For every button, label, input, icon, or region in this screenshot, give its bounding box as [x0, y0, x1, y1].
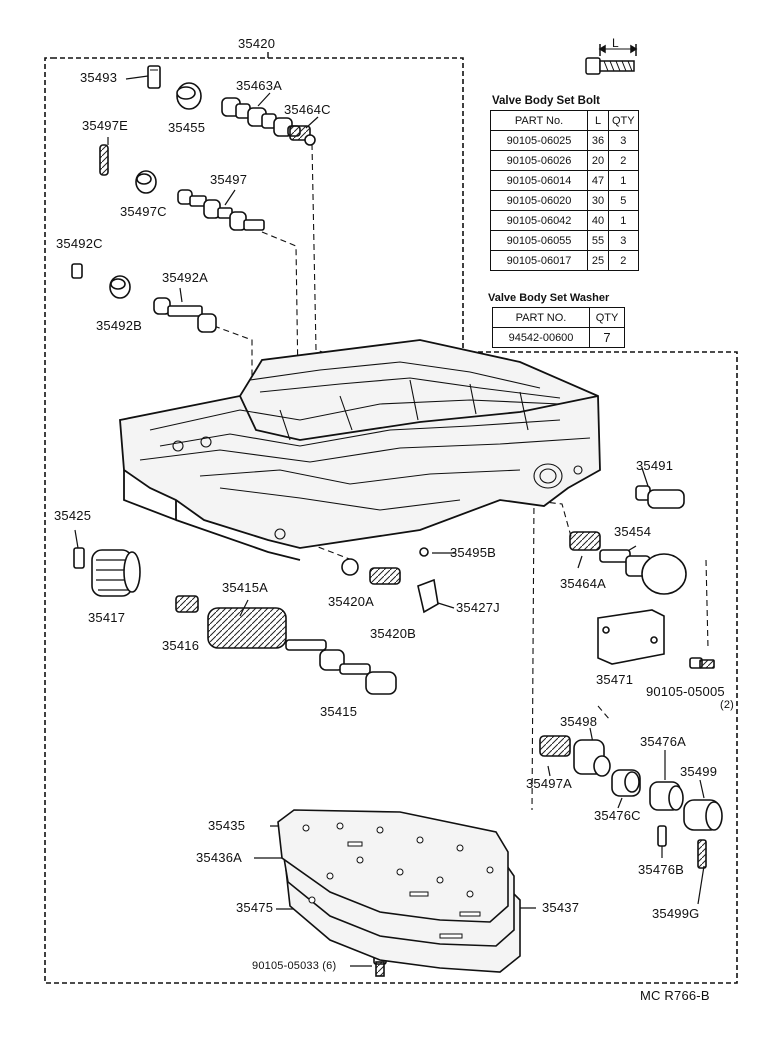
separator-plates: [277, 809, 521, 973]
table-row: 90105-06026 20 2: [490, 150, 639, 171]
part-label-35475: 35475: [236, 900, 274, 915]
cell-l: 47: [587, 170, 609, 191]
table-row: 90105-06055 55 3: [490, 230, 639, 251]
bolt-table: PART No. L QTY 90105-06025 36 3 90105-06…: [490, 110, 639, 271]
part-label-35492b: 35492B: [96, 318, 143, 333]
part-label-35435: 35435: [208, 818, 246, 833]
assembly-number-label: 35420: [238, 36, 276, 51]
cell-part-no: 90105-06017: [490, 250, 588, 271]
cell-qty: 1: [608, 210, 639, 231]
cell-part-no: 90105-06025: [490, 130, 588, 151]
part-label-35417: 35417: [88, 610, 126, 625]
part-label-35497: 35497: [210, 172, 248, 187]
part-label-35454: 35454: [614, 524, 652, 539]
header-part-no: PART NO.: [492, 307, 590, 328]
cell-part-no: 90105-06020: [490, 190, 588, 211]
table-row: 90105-06017 25 2: [490, 250, 639, 271]
part-label-35464a: 35464A: [560, 576, 607, 591]
cell-l: 36: [587, 130, 609, 151]
bolt-dimension-icon: [585, 44, 638, 75]
cell-l: 30: [587, 190, 609, 211]
part-label-35497a: 35497A: [526, 776, 573, 791]
cell-qty: 3: [608, 230, 639, 251]
part-label-35476a: 35476A: [640, 734, 687, 749]
part-shapes: [71, 65, 723, 977]
part-label-35499: 35499: [680, 764, 718, 779]
separator-plate-holes: [302, 822, 494, 939]
cell-l: 20: [587, 150, 609, 171]
part-label-35497e: 35497E: [82, 118, 129, 133]
part-label-35420a: 35420A: [328, 594, 375, 609]
part-label-35464c: 35464C: [284, 102, 331, 117]
part-label-35495b: 35495B: [450, 545, 497, 560]
part-label-90105-05033: 90105-05033 (6): [252, 960, 337, 972]
header-qty: QTY: [608, 110, 639, 131]
part-label-35455: 35455: [168, 120, 206, 135]
part-label-35427j: 35427J: [456, 600, 500, 615]
figure-code: MC R766-B: [640, 988, 710, 1003]
table-row: 90105-06020 30 5: [490, 190, 639, 211]
part-label-35491: 35491: [636, 458, 674, 473]
part-label-35492c: 35492C: [56, 236, 103, 251]
washer-table: PART NO. QTY 94542-00600 7: [492, 307, 625, 348]
part-label-90105-05005-qty: (2): [720, 699, 735, 711]
part-label-35425: 35425: [54, 508, 92, 523]
part-label-35436a: 35436A: [196, 850, 243, 865]
part-label-90105-05005: 90105-05005: [646, 684, 725, 699]
cell-qty: 5: [608, 190, 639, 211]
part-label-35471: 35471: [596, 672, 634, 687]
cell-qty: 2: [608, 150, 639, 171]
part-label-35492a: 35492A: [162, 270, 209, 285]
cell-qty: 2: [608, 250, 639, 271]
bolt-table-title: Valve Body Set Bolt: [492, 95, 601, 107]
part-label-35415a: 35415A: [222, 580, 269, 595]
part-label-35463a: 35463A: [236, 78, 283, 93]
cell-part-no: 90105-06014: [490, 170, 588, 191]
valve-body-passages: [139, 361, 591, 540]
header-qty: QTY: [589, 307, 625, 328]
valve-body: [119, 339, 601, 561]
part-label-35416: 35416: [162, 638, 200, 653]
table-row: 90105-06025 36 3: [490, 130, 639, 151]
part-label-35499g: 35499G: [652, 906, 700, 921]
cell-part-no: 90105-06042: [490, 210, 588, 231]
assembly-boundary: [44, 57, 738, 984]
part-label-35437: 35437: [542, 900, 580, 915]
cell-l: 25: [587, 250, 609, 271]
cell-l: 55: [587, 230, 609, 251]
cell-l: 40: [587, 210, 609, 231]
part-label-35476c: 35476C: [594, 808, 641, 823]
header-l: L: [587, 110, 609, 131]
cell-qty: 3: [608, 130, 639, 151]
bolt-table-header: PART No. L QTY: [490, 110, 639, 131]
table-row: 90105-06042 40 1: [490, 210, 639, 231]
cell-part-no: 90105-06055: [490, 230, 588, 251]
cell-part-no: 94542-00600: [492, 327, 590, 348]
washer-table-title: Valve Body Set Washer: [488, 292, 610, 304]
part-label-35497c: 35497C: [120, 204, 167, 219]
table-row: 94542-00600 7: [492, 327, 625, 348]
cell-qty: 7: [589, 327, 625, 348]
table-row: 90105-06014 47 1: [490, 170, 639, 191]
part-label-35493: 35493: [80, 70, 118, 85]
cell-qty: 1: [608, 170, 639, 191]
part-label-35498: 35498: [560, 714, 598, 729]
header-part-no: PART No.: [490, 110, 588, 131]
cell-part-no: 90105-06026: [490, 150, 588, 171]
part-label-35476b: 35476B: [638, 862, 685, 877]
part-label-35420b: 35420B: [370, 626, 417, 641]
bolt-length-label: L: [612, 36, 619, 50]
washer-table-header: PART NO. QTY: [492, 307, 625, 328]
part-label-35415: 35415: [320, 704, 358, 719]
